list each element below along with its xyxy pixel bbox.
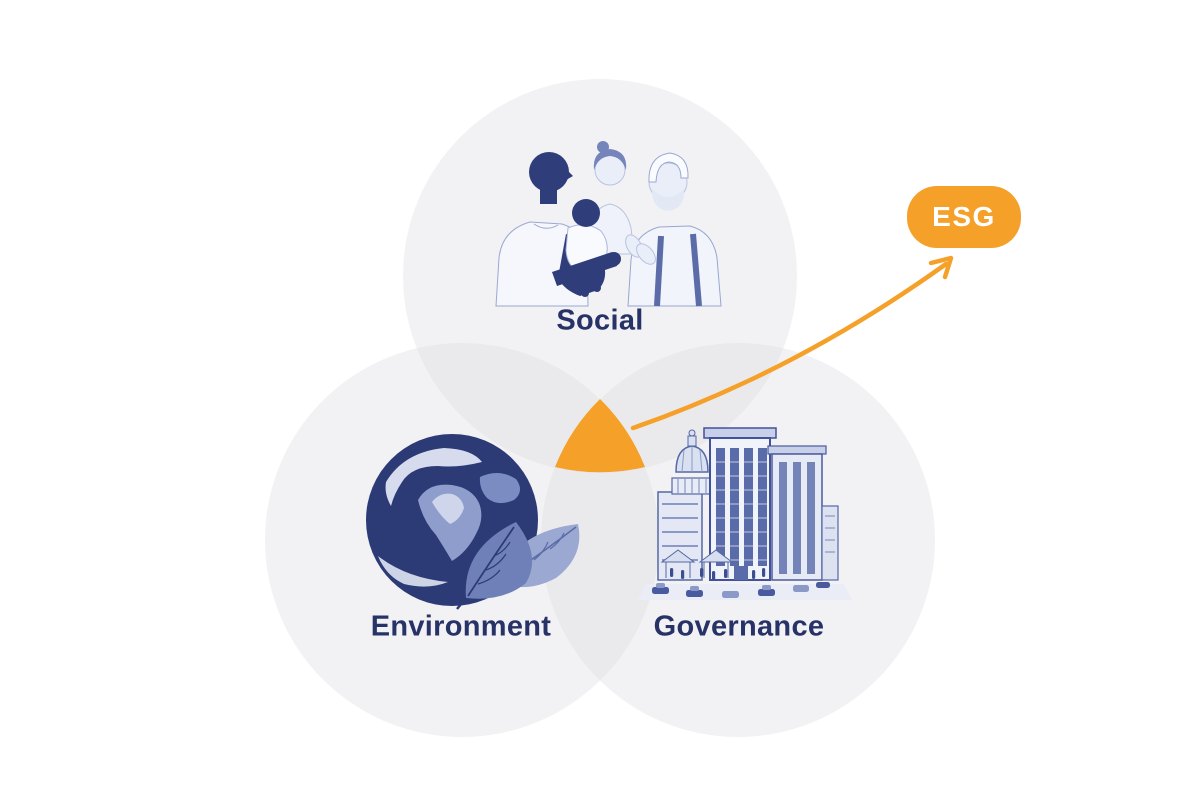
window-strip [807,462,815,574]
columns [677,478,707,494]
leaf-veins [477,541,511,585]
set-label-environment: Environment [370,610,552,643]
plaza-canopies [660,549,734,563]
tower-roof [703,427,777,439]
grandfather-beard [651,188,685,211]
father-hand [607,252,621,266]
window-strip [793,462,801,574]
window-strip [716,448,725,566]
governance-illustration [638,427,852,600]
suspender-strap [654,235,664,307]
arrow-curve [630,261,949,431]
window-strip [730,448,739,566]
grandfather-hair [648,152,689,183]
dome-finial [688,429,696,437]
baby-foot [581,289,589,297]
dome-ribs [681,446,703,473]
window-strip [758,448,767,566]
venn-center-intersection [555,399,645,473]
gesturing-hand [636,243,656,265]
dome-cupola [687,435,697,447]
woman-hair [593,149,627,170]
canopy-posts [665,562,729,578]
window-rows [662,503,698,561]
baby-head [572,199,600,227]
cloud-swirl [378,556,448,587]
annex-building [821,505,839,581]
suspender-strap [690,233,702,307]
building-left [657,491,703,581]
set-label-social: Social [556,304,644,337]
cloud-swirl [385,448,482,506]
desert-highlight [432,493,464,524]
father-profile [566,170,573,180]
father-collar [533,223,559,229]
tower-roof [767,445,827,455]
father-forearm [552,252,617,286]
window-strip [744,448,753,566]
father-neck [540,188,557,204]
esg-badge: ESG [907,186,1021,248]
continent-eurasia [479,472,521,504]
pedestrians [670,568,766,580]
grandfather-shirt [627,225,722,307]
cars [652,582,830,598]
baby-foot [593,284,601,292]
window-rows [825,515,835,553]
environment-illustration [366,434,580,610]
father-head [529,152,569,192]
arrow-head-icon [928,255,954,280]
leaf-vein [467,526,515,597]
set-label-governance: Governance [653,610,825,643]
leaf-front [465,522,533,599]
floor-lines [716,461,767,561]
leaf-stem [456,597,467,610]
entrance [734,566,748,580]
woman-hair-bun [597,141,609,153]
esg-badge-label: ESG [932,201,996,232]
esg-arrow [630,255,954,431]
social-illustration [495,141,722,307]
window-strip [779,462,787,574]
